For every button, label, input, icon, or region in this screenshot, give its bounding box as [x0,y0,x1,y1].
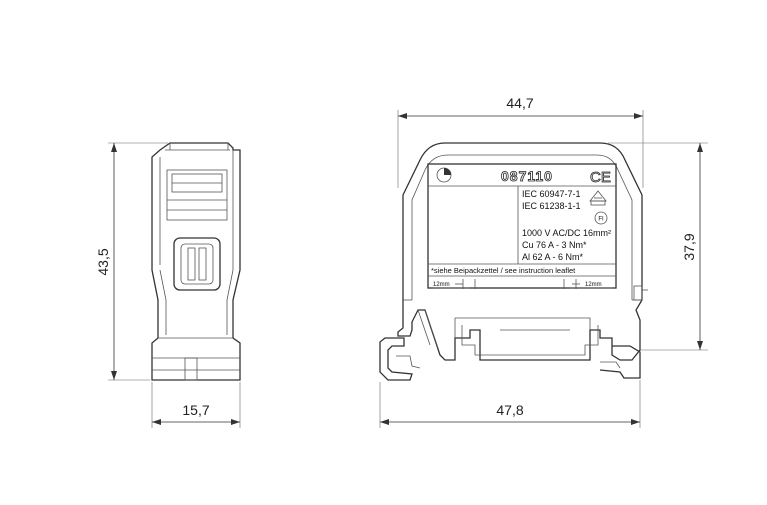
front-view: 44,7 37,9 087110 CE IEC 60947-7-1 IEC 61 [379,95,708,428]
din-rail-foot [397,299,643,361]
rating-cu: Cu 76 A - 3 Nm* [522,240,587,250]
front-top-width-dimension: 44,7 [506,95,533,111]
fi-mark-icon: FI [594,211,608,225]
front-height-dimension: 37,9 [681,233,697,260]
standard-2: IEC 61238-1-1 [522,201,581,211]
right-clip [599,345,641,379]
side-height-dimension: 43,5 [95,248,111,275]
strip-length-left: 12mm [433,282,450,288]
rating-al: Al 62 A - 6 Nm* [522,252,584,262]
screw-head [173,237,221,291]
left-clip [379,337,413,381]
side-view-outline [151,142,241,381]
side-width-dimension: 15,7 [182,402,209,418]
front-bottom-width-dimension: 47,8 [496,402,523,418]
standard-1: IEC 60947-7-1 [522,189,581,199]
part-number: 087110 [501,168,553,184]
instruction-footnote: *siehe Beipackzettel / see instruction l… [431,266,576,275]
brand-logo-icon [436,167,452,183]
strip-length-right: 12mm [585,282,602,288]
ce-mark: CE [590,169,611,186]
rating-voltage: 1000 V AC/DC 16mm² [522,228,611,238]
terminal-housing [402,142,643,300]
svg-text:FI: FI [598,217,604,223]
side-view: 43,5 15,7 [95,142,241,428]
label-panel [427,163,617,289]
approval-mark-icon [589,190,607,206]
